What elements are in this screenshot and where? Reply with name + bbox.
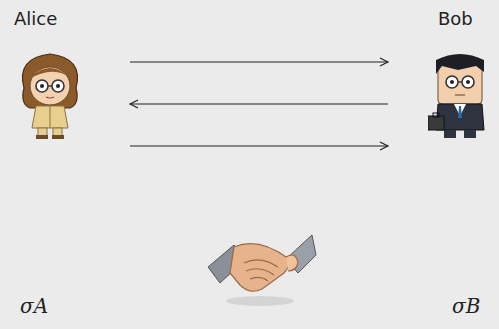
handshake-illustration <box>200 215 320 310</box>
person-node: Alice <box>6 4 130 156</box>
person-name: Alice <box>14 8 57 29</box>
message-arrow <box>130 58 388 66</box>
state-symbol: σA <box>20 294 48 318</box>
message-arrow <box>130 142 388 150</box>
person-node: Bob <box>388 4 494 156</box>
person-figure <box>10 48 90 144</box>
person-figure <box>428 48 492 144</box>
person-name: Bob <box>438 8 473 29</box>
state-symbol: σB <box>452 294 480 318</box>
message-arrow <box>130 100 388 108</box>
